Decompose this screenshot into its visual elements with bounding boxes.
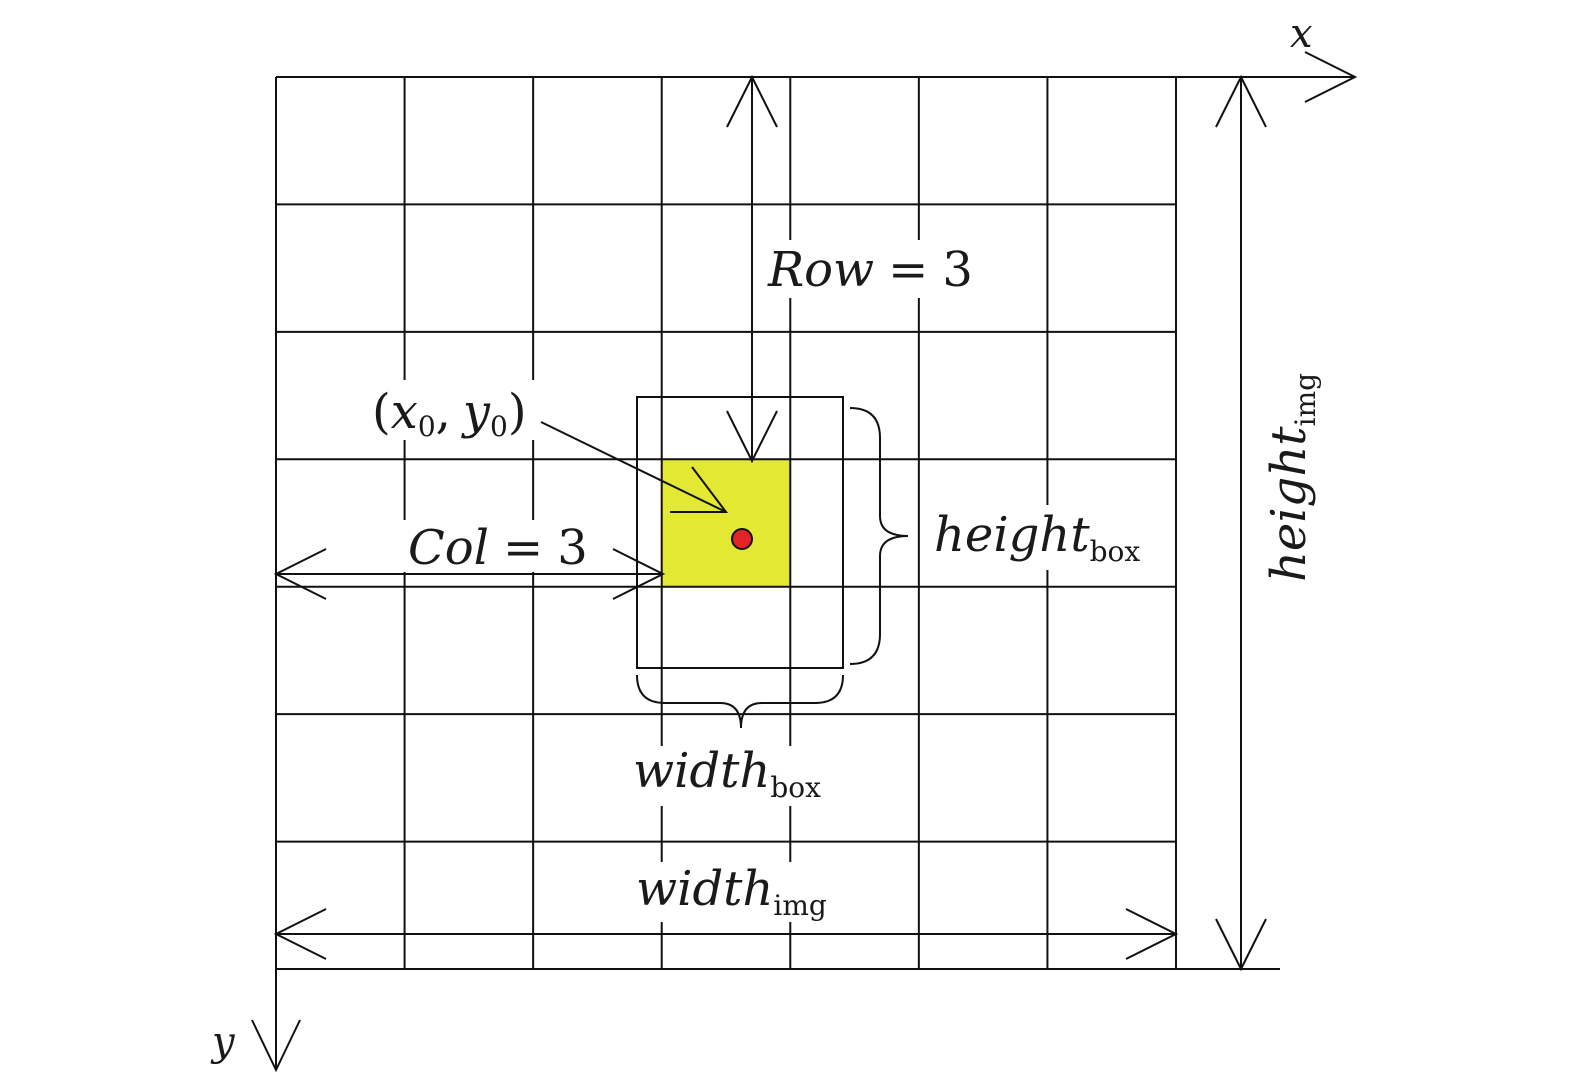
x-axis-arrowhead: [1304, 51, 1358, 103]
grid-lines: [275, 76, 1177, 970]
row-arrow: [726, 74, 778, 464]
width-box-brace: [636, 674, 844, 729]
highlighted-cell: [661, 459, 791, 587]
y-axis-arrowhead: [251, 1019, 301, 1073]
height-box-label: heightbox: [934, 507, 1140, 568]
object-center-point: [731, 528, 753, 550]
x-axis-label: x: [1290, 11, 1313, 57]
col-arrow: [273, 548, 666, 600]
y-axis-label: y: [210, 1019, 236, 1065]
center-point-label: (x0,y0): [372, 384, 527, 443]
width-img-label: widthimg: [636, 861, 827, 922]
bounding-box: [636, 396, 844, 669]
row-label: Row=3: [767, 242, 973, 298]
width-box-label: widthbox: [633, 743, 821, 804]
col-label: Col=3: [408, 520, 588, 576]
center-point-pointer-arrow: [540, 421, 729, 513]
height-img-arrow: [1215, 74, 1267, 972]
width-img-arrow: [273, 908, 1179, 960]
x-axis: x: [276, 11, 1358, 103]
height-box-brace: [849, 407, 909, 665]
height-img-label: heightimg: [1261, 373, 1322, 582]
